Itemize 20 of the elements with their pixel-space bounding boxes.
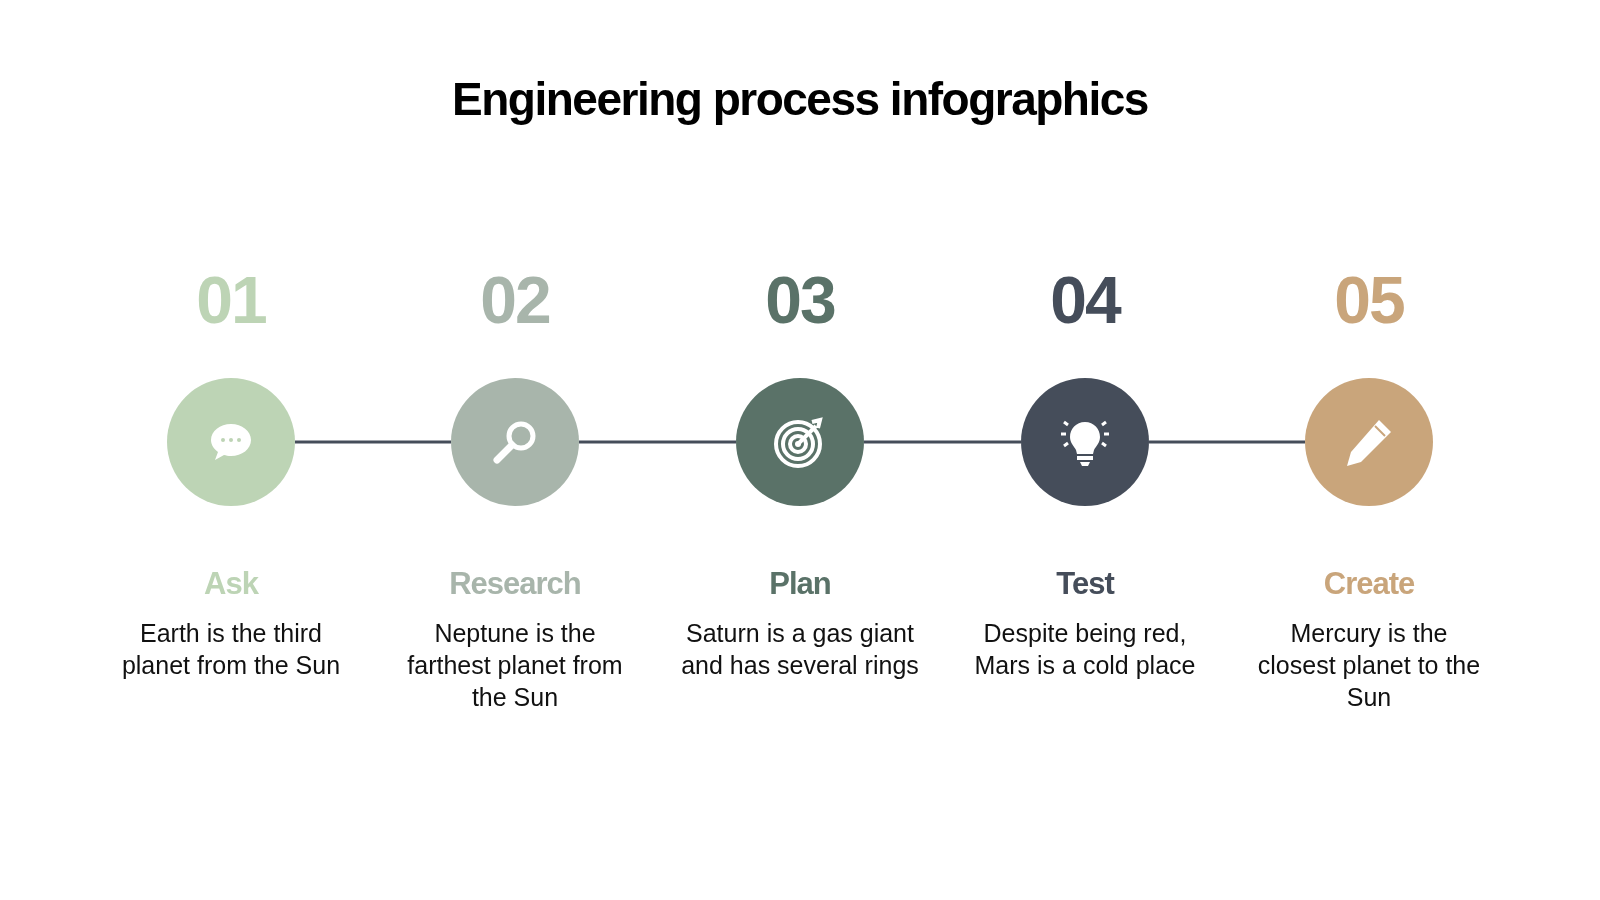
step-description: Mercury is the closest planet to the Sun — [1256, 618, 1482, 713]
step-description: Saturn is a gas giant and has several rings — [680, 618, 920, 681]
step-number: 01 — [195, 262, 267, 338]
step-title: Ask — [203, 566, 260, 602]
step-title: Research — [448, 566, 582, 602]
step-description: Neptune is the farthest planet from the Sun — [406, 618, 624, 713]
step-title: Create — [1322, 566, 1416, 602]
step-number: 02 — [479, 262, 551, 338]
step-title: Plan — [768, 566, 832, 602]
step-description: Despite being red, Mars is a cold place — [973, 618, 1197, 681]
step-number: 04 — [1049, 262, 1122, 338]
connector-line — [579, 440, 736, 444]
step-description: Earth is the third planet from the Sun — [120, 618, 342, 681]
connector-line — [864, 440, 1021, 444]
connector-line — [295, 440, 451, 444]
title: Engineering process infographics — [451, 72, 1149, 126]
connector-line — [1149, 440, 1305, 444]
step-number: 05 — [1333, 262, 1405, 338]
step-number: 03 — [764, 262, 836, 338]
step-title: Test — [1055, 566, 1116, 602]
